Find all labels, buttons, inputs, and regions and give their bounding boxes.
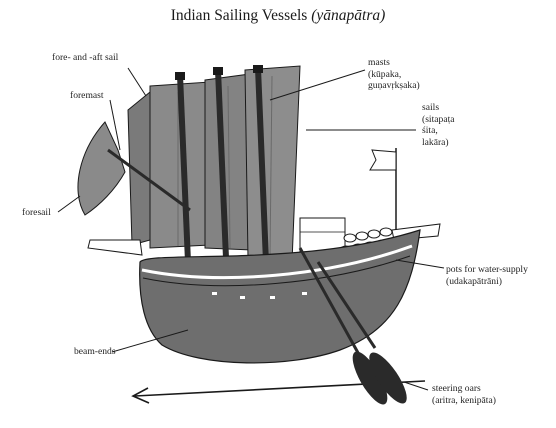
title-italic: (yānapātra)	[311, 7, 386, 24]
title-main: Indian Sailing Vessels	[170, 7, 308, 24]
label-beam-ends: beam-ends	[74, 346, 116, 357]
label-fore-aft-sail: fore- and -aft sail	[52, 52, 119, 63]
label-masts: masts (kūpaka, guṇavṛkṣaka)	[368, 57, 420, 91]
foremast-shape	[107, 148, 191, 212]
flag	[369, 148, 397, 230]
deck	[87, 239, 143, 256]
diagram-title: Indian Sailing Vessels (yānapātra)	[0, 7, 556, 25]
label-sails: sails (sitapaṭa śita, lakāra)	[422, 102, 455, 148]
label-foresail: foresail	[22, 207, 51, 218]
steering-oars	[298, 247, 407, 405]
label-pots: pots for water-supply (udakapātrāni)	[446, 264, 528, 287]
foresail-shape	[77, 121, 126, 216]
label-foremast: foremast	[70, 90, 104, 101]
hull-ports	[212, 292, 307, 299]
leader-lines	[57, 67, 445, 391]
masts-shape	[175, 65, 269, 263]
label-steering-oars: steering oars (aritra, kenipāta)	[432, 383, 496, 406]
